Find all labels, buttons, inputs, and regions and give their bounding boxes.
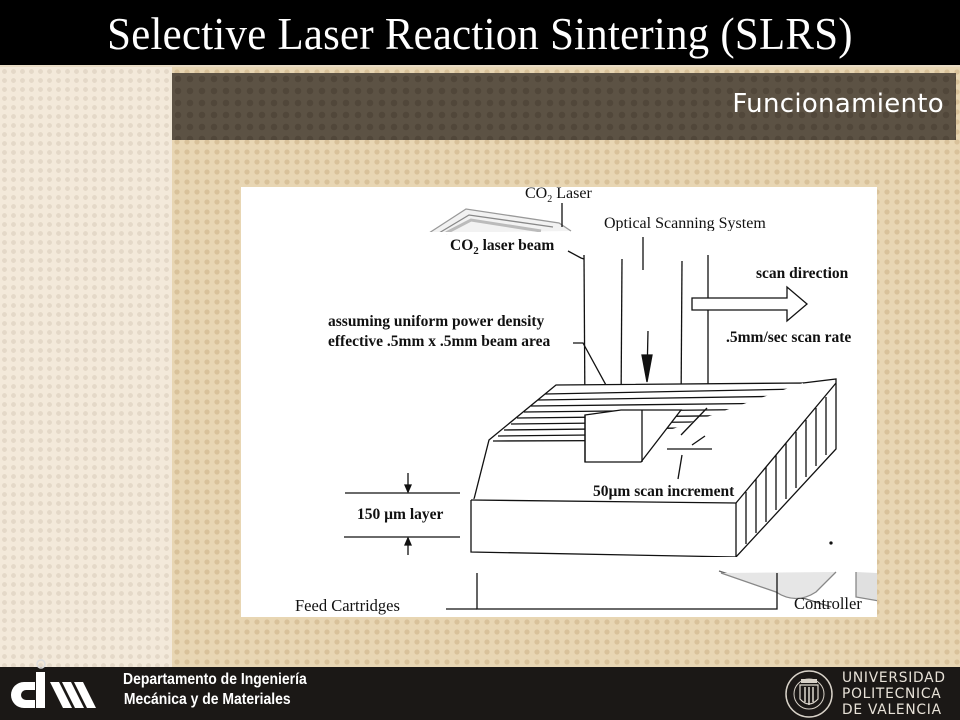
feed-cartridges-bracket [476, 573, 778, 610]
co2-laser-label: CO2 Laser [525, 185, 592, 206]
optical-scanning-label: Optical Scanning System [604, 215, 766, 231]
scan-rate-label: .5mm/sec scan rate [726, 329, 852, 346]
university-name: UNIVERSIDAD POLITECNICA DE VALENCIA [842, 670, 946, 718]
layer-thickness-label: 150 µm layer [357, 506, 444, 523]
laser-beam-label: CO2 laser beam [450, 237, 555, 258]
subtitle-bar: Funcionamiento [170, 73, 956, 140]
background-left-panel [0, 67, 172, 667]
slide-subtitle: Funcionamiento [732, 89, 944, 119]
scan-increment-arrow [691, 435, 706, 446]
dimm-department-logo-icon [11, 659, 96, 708]
scan-increment-label: 50µm scan increment [593, 483, 735, 500]
footer-bar: Departamento de Ingeniería Mecánica y de… [0, 659, 960, 720]
department-name: Departamento de Ingeniería Mecánica y de… [123, 671, 307, 708]
laser-device-icon [428, 208, 572, 235]
power-density-label: assuming uniform power density effective… [328, 313, 551, 350]
powder-bed [470, 378, 837, 558]
scan-direction-label: scan direction [756, 265, 849, 282]
title-bar: Selective Laser Reaction Sintering (SLRS… [0, 0, 960, 67]
diagram-drawing [344, 203, 877, 617]
slrs-diagram: CO2 Laser Optical Scanning System CO2 la… [241, 185, 877, 617]
laser-beam-leader [567, 250, 585, 260]
beam-arrowhead-icon [641, 354, 653, 383]
controller-label: Controller [794, 594, 862, 613]
scan-direction-arrow-icon [691, 285, 809, 323]
layer-dimension [344, 473, 460, 555]
slide-title: Selective Laser Reaction Sintering (SLRS… [107, 8, 853, 59]
feed-cartridges-label: Feed Cartridges [295, 596, 400, 615]
upv-seal-logo-icon [785, 670, 833, 718]
